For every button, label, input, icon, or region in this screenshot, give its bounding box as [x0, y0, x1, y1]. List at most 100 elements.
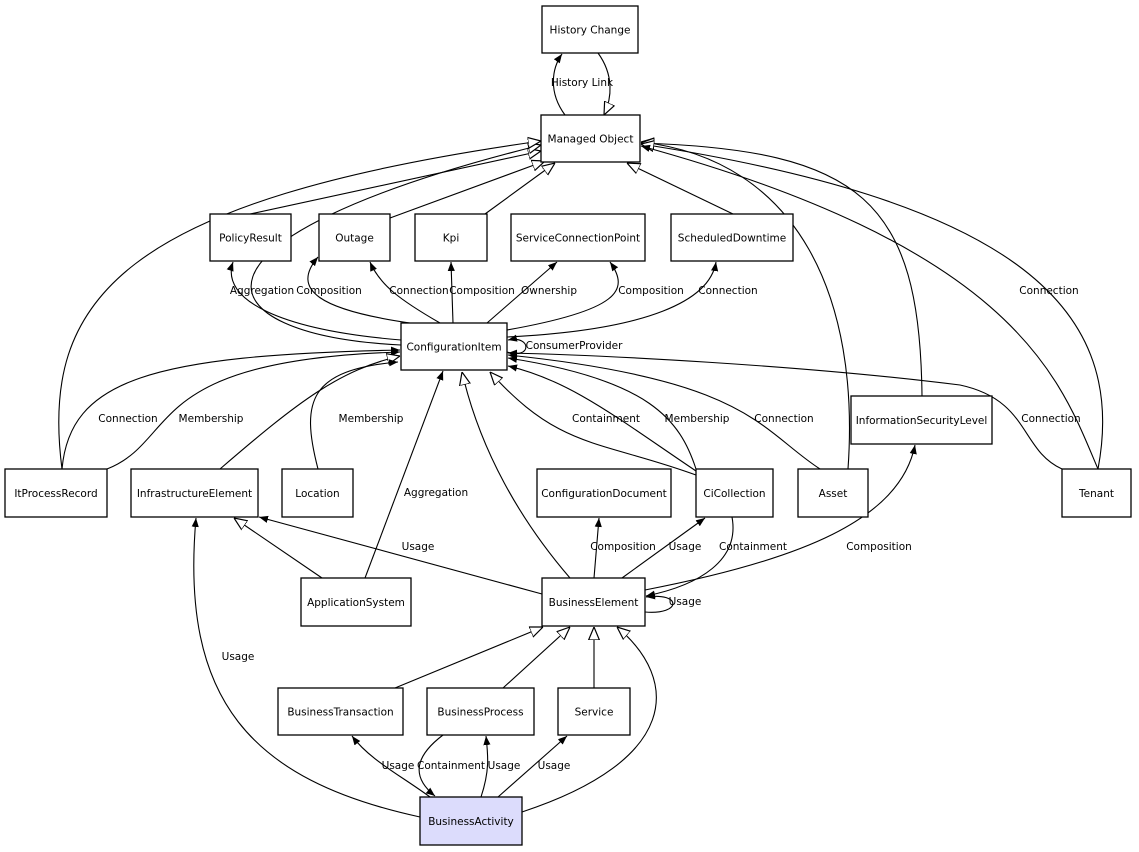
edge-label: Usage [538, 760, 571, 772]
edge-label: ConsumerProvider [526, 340, 623, 352]
class-box [540, 114, 641, 163]
hollow-arrow-icon [484, 163, 555, 215]
arrow-icon [645, 516, 734, 598]
generalization-edge [394, 627, 543, 689]
arrow-icon [307, 256, 411, 324]
edge-label: Connection [698, 285, 757, 297]
class-node-kpi[interactable]: Kpi [414, 213, 488, 262]
class-node-business-element[interactable]: BusinessElement [541, 577, 646, 627]
generalization-edge [250, 145, 541, 346]
edge-label: Composition [846, 541, 912, 553]
class-node-policy-result[interactable]: PolicyResult [209, 213, 292, 262]
class-node-configuration-item[interactable]: ConfigurationItem [400, 322, 508, 371]
edge-label: Usage [669, 596, 702, 608]
hollow-arrow-icon [490, 372, 697, 476]
generalization-edge [389, 161, 545, 219]
edge-label: Usage [488, 760, 521, 772]
class-box [541, 577, 646, 627]
class-node-business-process[interactable]: BusinessProcess [426, 687, 535, 736]
class-box [541, 5, 639, 54]
association-edge: Connection [61, 346, 401, 470]
arrow-icon [506, 334, 527, 355]
association-edge: Connection [507, 349, 1081, 470]
association-edge: Connection [506, 261, 758, 338]
arrow-icon [507, 364, 697, 472]
class-box [277, 687, 404, 736]
edge-label: History Link [551, 77, 614, 89]
class-node-location[interactable]: Location [281, 468, 354, 518]
class-node-service-connection-point[interactable]: ServiceConnectionPoint [510, 213, 646, 262]
generalization-edge [58, 141, 541, 470]
hollow-arrow-icon [250, 145, 541, 346]
class-name: InformationSecurityLevel [856, 415, 988, 427]
class-box [209, 213, 292, 262]
class-name: Asset [819, 488, 848, 500]
edge-label: Usage [669, 541, 702, 553]
generalization-edge [484, 163, 555, 215]
hollow-arrow-icon [521, 627, 657, 813]
arrow-icon [351, 735, 431, 798]
class-box [695, 468, 774, 518]
class-node-outage[interactable]: Outage [318, 213, 391, 262]
class-name: BusinessActivity [428, 816, 514, 828]
arrow-icon [310, 359, 399, 470]
association-edge: Usage [497, 735, 571, 798]
edge-label: Membership [665, 413, 730, 425]
class-node-configuration-document[interactable]: ConfigurationDocument [536, 468, 672, 518]
class-name: ApplicationSystem [307, 597, 405, 609]
class-box [419, 796, 523, 846]
hollow-arrow-icon [641, 144, 1104, 470]
class-name: CiCollection [703, 488, 765, 500]
arrow-icon [364, 370, 444, 579]
association-edge: Usage [191, 517, 421, 818]
class-node-it-process-record[interactable]: ItProcessRecord [4, 468, 108, 518]
class-box [536, 468, 672, 518]
edge-label: Connection [1021, 413, 1080, 425]
class-node-ci-collection[interactable]: CiCollection [695, 468, 774, 518]
class-name: Managed Object [548, 134, 634, 146]
arrow-icon [497, 735, 568, 798]
class-node-history-change[interactable]: History Change [541, 5, 639, 54]
edge-label: Connection [389, 285, 448, 297]
association-edge: Usage [258, 515, 543, 595]
association-edge: Composition [506, 261, 684, 331]
association-edge: Usage [480, 735, 521, 798]
arrow-icon [506, 261, 619, 331]
class-node-application-system[interactable]: ApplicationSystem [300, 577, 412, 627]
class-node-scheduled-downtime[interactable]: ScheduledDowntime [670, 213, 794, 262]
association-edge: Composition [447, 261, 515, 324]
edge-label: Composition [618, 285, 684, 297]
class-box [130, 468, 259, 518]
edge-label: Ownership [521, 285, 577, 297]
edge-label: Aggregation [404, 487, 468, 499]
class-name: Tenant [1078, 488, 1114, 500]
hollow-arrow-icon [597, 52, 610, 115]
class-node-managed-object[interactable]: Managed Object [540, 114, 641, 163]
class-node-infrastructure-element[interactable]: InfrastructureElement [130, 468, 259, 518]
class-node-service[interactable]: Service [557, 687, 631, 736]
class-name: Outage [335, 233, 374, 245]
arrow-icon [480, 735, 491, 798]
class-node-asset[interactable]: Asset [797, 468, 869, 518]
association-edge: Composition [590, 517, 656, 579]
association-edge: Connection [507, 352, 821, 470]
generalization-edge [249, 151, 541, 215]
association-edge: Ownership [486, 261, 577, 324]
class-name: History Change [550, 25, 631, 37]
class-name: InfrastructureElement [137, 488, 252, 500]
association-edge: Containment [417, 734, 485, 797]
class-node-tenant[interactable]: Tenant [1061, 468, 1132, 518]
generalization-edge [234, 518, 323, 579]
class-node-information-security-level[interactable]: InformationSecurityLevel [850, 395, 993, 445]
association-edge: Membership [310, 359, 404, 470]
edge-label: Membership [179, 413, 244, 425]
class-name: ScheduledDowntime [678, 233, 786, 245]
generalization-edge [597, 52, 610, 115]
arrow-icon [486, 261, 558, 324]
association-edge: Containment [507, 364, 697, 472]
class-node-business-activity[interactable]: BusinessActivity [419, 796, 523, 846]
class-node-business-transaction[interactable]: BusinessTransaction [277, 687, 404, 736]
arrow-icon [593, 517, 602, 579]
edge-label: Connection [754, 413, 813, 425]
